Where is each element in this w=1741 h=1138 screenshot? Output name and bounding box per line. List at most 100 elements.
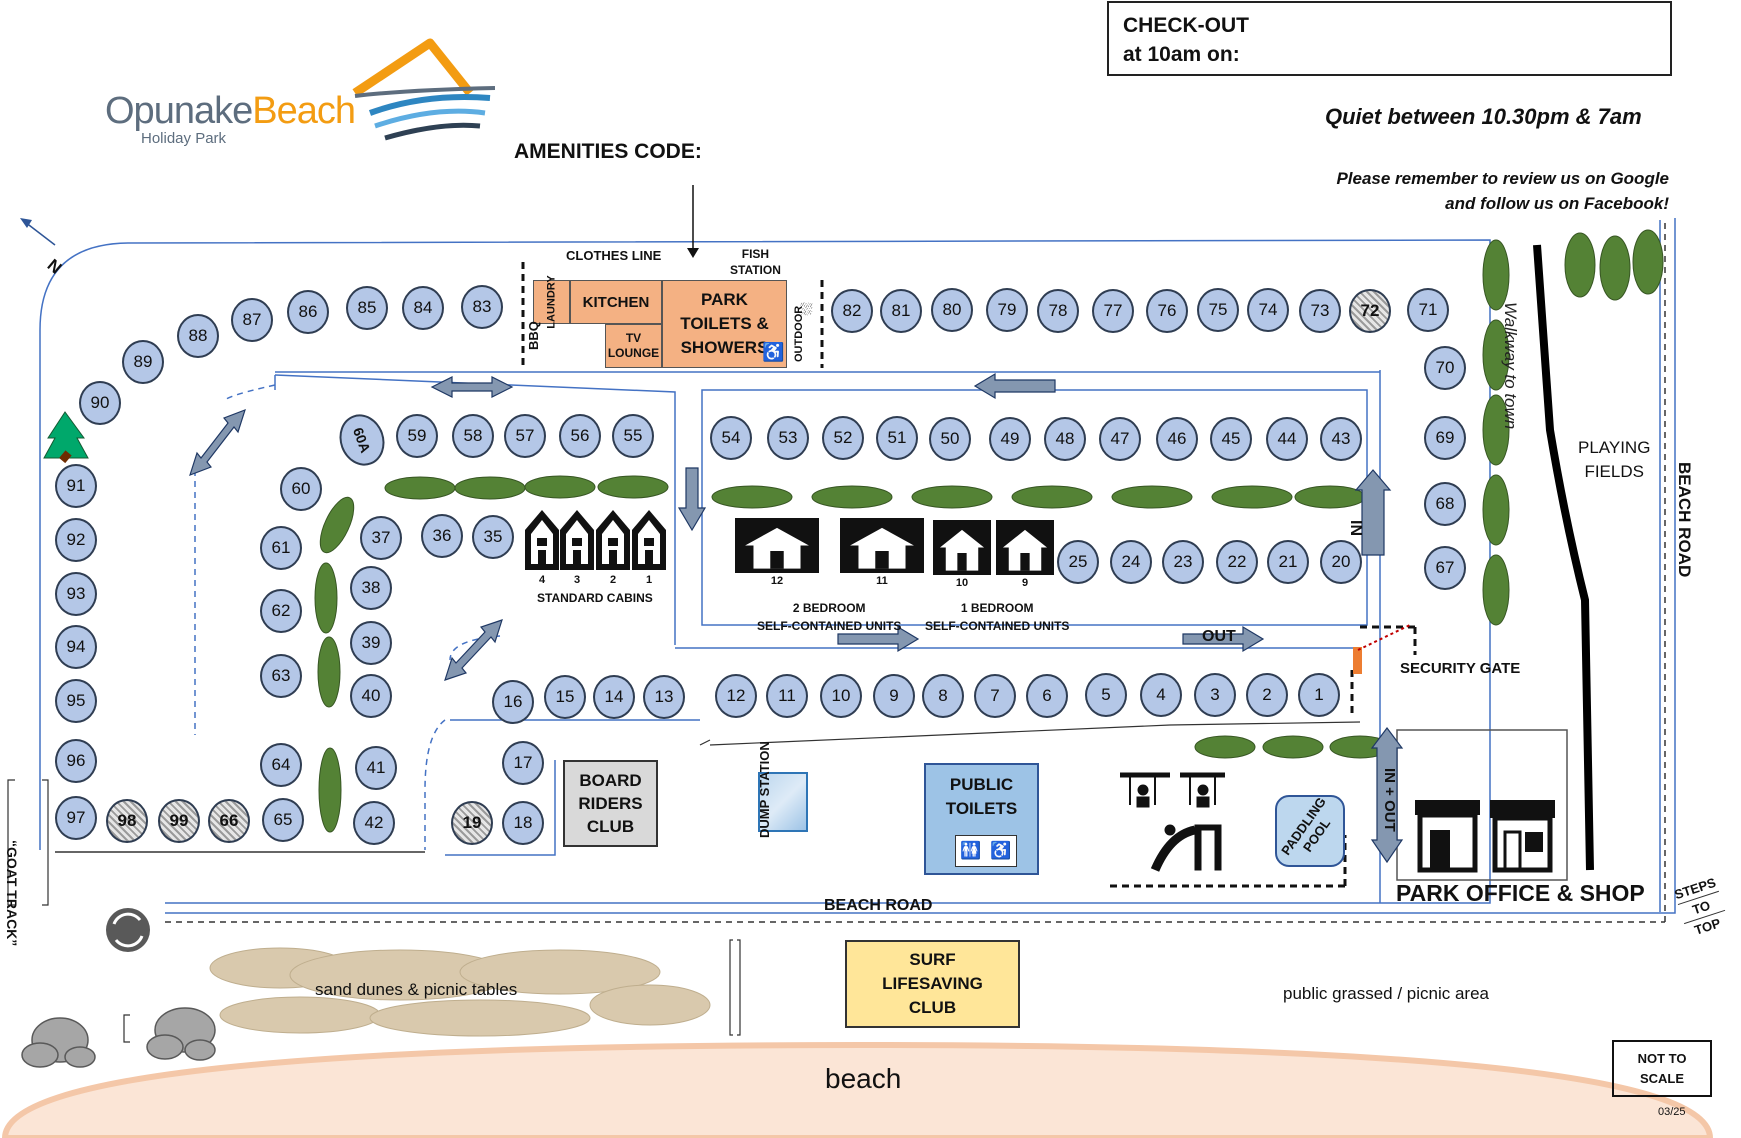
site-94[interactable]: 94 <box>55 625 97 669</box>
site-85[interactable]: 85 <box>346 286 388 330</box>
site-10[interactable]: 10 <box>820 674 862 718</box>
site-40[interactable]: 40 <box>350 674 392 718</box>
site-61[interactable]: 61 <box>260 526 302 570</box>
site-45[interactable]: 45 <box>1210 417 1252 461</box>
site-56[interactable]: 56 <box>559 414 601 458</box>
site-89[interactable]: 89 <box>122 340 164 384</box>
site-92[interactable]: 92 <box>55 518 97 562</box>
site-42[interactable]: 42 <box>353 801 395 845</box>
site-59[interactable]: 59 <box>396 414 438 458</box>
standard-cabin-3[interactable]: 3 <box>560 510 594 586</box>
site-60[interactable]: 60 <box>280 467 322 511</box>
site-52[interactable]: 52 <box>822 416 864 460</box>
cabin-9[interactable]: 9 <box>996 520 1054 589</box>
standard-cabin-4[interactable]: 4 <box>525 510 559 586</box>
site-54[interactable]: 54 <box>710 416 752 460</box>
site-90[interactable]: 90 <box>79 381 121 425</box>
site-77[interactable]: 77 <box>1092 289 1134 333</box>
site-18[interactable]: 18 <box>502 801 544 845</box>
site-75[interactable]: 75 <box>1197 288 1239 332</box>
site-66[interactable]: 66 <box>208 799 250 843</box>
site-41[interactable]: 41 <box>355 746 397 790</box>
site-83[interactable]: 83 <box>461 285 503 329</box>
cabin-11[interactable]: 11 <box>840 518 924 587</box>
site-72[interactable]: 72 <box>1349 289 1391 333</box>
site-91[interactable]: 91 <box>55 464 97 508</box>
site-76[interactable]: 76 <box>1146 289 1188 333</box>
site-47[interactable]: 47 <box>1099 417 1141 461</box>
site-1[interactable]: 1 <box>1298 673 1340 717</box>
site-69[interactable]: 69 <box>1424 416 1466 460</box>
site-58[interactable]: 58 <box>452 414 494 458</box>
site-46[interactable]: 46 <box>1156 417 1198 461</box>
site-55[interactable]: 55 <box>612 414 654 458</box>
site-86[interactable]: 86 <box>287 290 329 334</box>
site-67[interactable]: 67 <box>1424 546 1466 590</box>
site-9[interactable]: 9 <box>873 674 915 718</box>
site-16[interactable]: 16 <box>492 680 534 724</box>
site-53[interactable]: 53 <box>767 416 809 460</box>
site-99[interactable]: 99 <box>158 799 200 843</box>
park-toilets-line1: PARK <box>701 290 748 309</box>
site-7[interactable]: 7 <box>974 674 1016 718</box>
site-82[interactable]: 82 <box>831 289 873 333</box>
site-35[interactable]: 35 <box>472 515 514 559</box>
site-80[interactable]: 80 <box>931 288 973 332</box>
site-71[interactable]: 71 <box>1407 288 1449 332</box>
site-81[interactable]: 81 <box>880 289 922 333</box>
site-65[interactable]: 65 <box>262 798 304 842</box>
site-43[interactable]: 43 <box>1320 417 1362 461</box>
site-87[interactable]: 87 <box>231 298 273 342</box>
site-49[interactable]: 49 <box>989 417 1031 461</box>
site-95[interactable]: 95 <box>55 679 97 723</box>
cabin-12[interactable]: 12 <box>735 518 819 587</box>
site-70[interactable]: 70 <box>1424 346 1466 390</box>
site-44[interactable]: 44 <box>1266 417 1308 461</box>
site-4[interactable]: 4 <box>1140 673 1182 717</box>
site-73[interactable]: 73 <box>1299 289 1341 333</box>
site-79[interactable]: 79 <box>986 288 1028 332</box>
site-37[interactable]: 37 <box>360 516 402 560</box>
site-23[interactable]: 23 <box>1162 540 1204 584</box>
site-50[interactable]: 50 <box>929 417 971 461</box>
site-11[interactable]: 11 <box>766 674 808 718</box>
site-6[interactable]: 6 <box>1026 674 1068 718</box>
site-51[interactable]: 51 <box>876 416 918 460</box>
standard-cabin-1[interactable]: 1 <box>632 510 666 586</box>
standard-cabin-2[interactable]: 2 <box>596 510 630 586</box>
site-78[interactable]: 78 <box>1037 289 1079 333</box>
site-15[interactable]: 15 <box>544 675 586 719</box>
site-38[interactable]: 38 <box>350 566 392 610</box>
site-17[interactable]: 17 <box>502 741 544 785</box>
site-84[interactable]: 84 <box>402 286 444 330</box>
site-39[interactable]: 39 <box>350 621 392 665</box>
site-68[interactable]: 68 <box>1424 482 1466 526</box>
site-97[interactable]: 97 <box>55 796 97 840</box>
cabin-10[interactable]: 10 <box>933 520 991 589</box>
site-64[interactable]: 64 <box>260 743 302 787</box>
site-21[interactable]: 21 <box>1267 540 1309 584</box>
site-8[interactable]: 8 <box>922 674 964 718</box>
site-2[interactable]: 2 <box>1246 673 1288 717</box>
one-way-arrow-south <box>677 467 707 532</box>
site-96[interactable]: 96 <box>55 739 97 783</box>
site-22[interactable]: 22 <box>1216 540 1258 584</box>
site-5[interactable]: 5 <box>1085 673 1127 717</box>
site-14[interactable]: 14 <box>593 675 635 719</box>
site-98[interactable]: 98 <box>106 799 148 843</box>
site-62[interactable]: 62 <box>260 589 302 633</box>
site-48[interactable]: 48 <box>1044 417 1086 461</box>
site-93[interactable]: 93 <box>55 572 97 616</box>
site-36[interactable]: 36 <box>421 514 463 558</box>
site-13[interactable]: 13 <box>643 675 685 719</box>
site-57[interactable]: 57 <box>504 414 546 458</box>
site-3[interactable]: 3 <box>1194 673 1236 717</box>
site-24[interactable]: 24 <box>1110 540 1152 584</box>
site-63[interactable]: 63 <box>260 654 302 698</box>
site-74[interactable]: 74 <box>1247 288 1289 332</box>
site-19[interactable]: 19 <box>451 801 493 845</box>
site-88[interactable]: 88 <box>177 314 219 358</box>
site-25[interactable]: 25 <box>1057 540 1099 584</box>
site-20[interactable]: 20 <box>1320 540 1362 584</box>
site-12[interactable]: 12 <box>715 674 757 718</box>
